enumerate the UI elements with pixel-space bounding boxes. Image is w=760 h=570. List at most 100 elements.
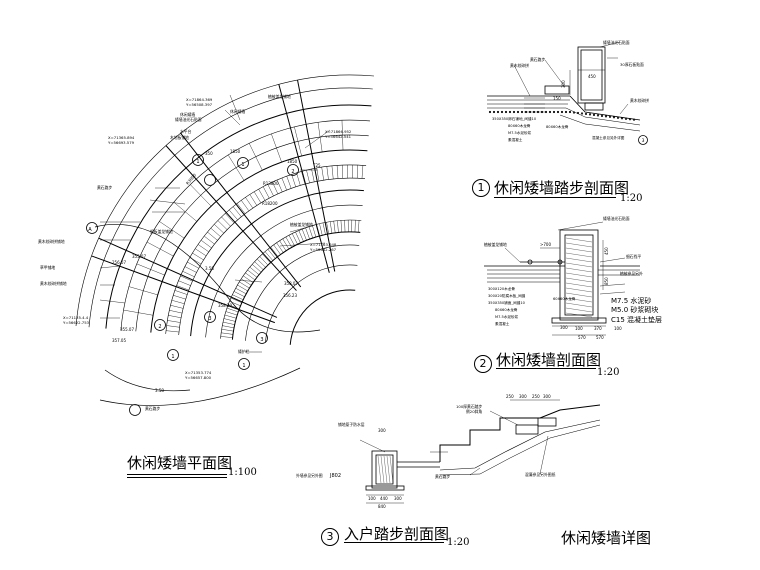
plan-hatch xyxy=(321,167,324,181)
plan-hatch xyxy=(221,329,234,332)
plan-hatch xyxy=(225,311,238,316)
sec3-wall-hatch xyxy=(380,455,385,484)
sec2-wall-hatch xyxy=(565,267,593,273)
plan-coord-6b: Y=56642.267 xyxy=(310,247,337,252)
plan-marker-2b: 2 xyxy=(158,324,161,330)
sec3-dim-9: 840 xyxy=(378,504,386,509)
plan-boundary xyxy=(94,223,321,333)
plan-hatch xyxy=(233,291,245,297)
sec1-gravel xyxy=(552,110,556,114)
plan-leader xyxy=(234,279,263,283)
sec3-label-2: 100厚黄石踏步 xyxy=(456,404,482,409)
plan-hatch xyxy=(192,252,204,261)
plan-hatch xyxy=(301,229,307,241)
sec1-wall-core xyxy=(580,49,603,101)
sec1-gravel xyxy=(628,118,632,121)
sec2-label-9: M7.5水泥砂浆 xyxy=(495,314,519,319)
sec1-gravel xyxy=(584,112,588,116)
plan-arc xyxy=(265,264,358,343)
sec1-layer xyxy=(565,107,641,126)
plan-marker-circle xyxy=(256,332,268,344)
plan-hatch xyxy=(247,269,258,278)
sec2-label-13: C15 混凝土垫层 xyxy=(611,315,662,324)
plan-hatch xyxy=(171,300,185,304)
sec2-label-4: 植被参见另外 xyxy=(620,271,643,276)
plan-hatch xyxy=(197,244,209,253)
plan-hatch xyxy=(241,278,252,286)
plan-hatch xyxy=(262,253,271,263)
sec3-dim-8: 300 xyxy=(394,496,402,501)
plan-cap-5: 黄石路步 xyxy=(97,185,112,190)
plan-marker-3a: 3 xyxy=(208,316,211,322)
sec1-label-2: 黄石路步 xyxy=(530,57,545,62)
plan-hatch xyxy=(174,290,188,295)
plan-cap-12: 矮护栏 xyxy=(238,349,250,354)
plan-plank xyxy=(128,286,158,296)
plan-dim-2: 1850 xyxy=(230,149,241,154)
plan-cap-13: 休闲矮墙 xyxy=(230,109,245,114)
plan-arc xyxy=(120,119,371,331)
plan-leader xyxy=(149,199,186,205)
sec1-leader xyxy=(619,103,629,115)
plan-hatch xyxy=(182,271,195,277)
plan-arc xyxy=(220,219,362,339)
plan-scale: 1:100 xyxy=(228,467,257,478)
sec1-label-3: 黄木纹碎拼 xyxy=(510,63,529,68)
plan-hatch xyxy=(226,307,239,313)
sec1-gravel xyxy=(572,111,576,114)
plan-cap-2: 矮墙油光石贴面 xyxy=(175,117,202,122)
plan-hatch xyxy=(308,226,313,239)
sec2-wall-hatch xyxy=(565,307,593,313)
sec3-base xyxy=(439,424,601,476)
sec3-footing xyxy=(365,485,405,491)
plan-cap-6: 细板盖龙铺地 xyxy=(150,229,173,234)
sec2-wall-hatch xyxy=(565,257,593,263)
section-2-drawing xyxy=(484,221,640,336)
plan-hatch xyxy=(296,172,301,186)
sec1-gravel xyxy=(520,110,524,114)
plan-plank xyxy=(136,263,165,276)
sec3-label-5: 黄石路步 xyxy=(435,474,450,479)
plan-leader xyxy=(99,265,121,269)
section-2-title: 休闲矮墙剖面图 xyxy=(496,351,602,369)
sec2-dim-3: 370 xyxy=(594,326,602,331)
sec2-label-3: 细石找平 xyxy=(626,254,641,259)
sec2-leader xyxy=(504,247,521,263)
sec1-step xyxy=(584,102,604,111)
sec1-gravel xyxy=(620,117,624,120)
plan-title-underline-2 xyxy=(127,477,227,478)
sec2-wall-hatch xyxy=(565,252,593,258)
plan-hatch xyxy=(200,240,212,249)
plan-hatch xyxy=(292,233,298,245)
plan-hatch xyxy=(224,314,237,319)
plan-marker-circle xyxy=(237,157,249,169)
plan-hatch xyxy=(176,285,189,291)
plan-hatch xyxy=(291,174,296,187)
plan-hatch xyxy=(340,220,342,233)
plan-hatch xyxy=(180,275,193,282)
sec1-marker: 3 xyxy=(642,138,645,144)
plan-hatch xyxy=(329,221,333,234)
section-3-underline xyxy=(344,542,444,543)
plan-arc xyxy=(88,87,373,328)
plan-marker-circle xyxy=(167,349,179,361)
plan-arc xyxy=(190,189,364,337)
sec3-label-3: 倒20斜角 xyxy=(466,409,482,414)
sec3-label-7: J802 xyxy=(329,473,341,479)
section-1-title: 休闲矮墙踏步剖面图 xyxy=(494,179,630,197)
sec2-dim-2: 100 xyxy=(575,326,583,331)
sec2-wall-hatch xyxy=(565,292,593,298)
section-1-scale: 1:20 xyxy=(620,193,643,204)
sec2-wall-hatch xyxy=(565,237,593,243)
sec2-dim-6: 450 xyxy=(604,247,609,255)
sec2-label-11: M7.5 水泥砂 xyxy=(611,296,651,305)
sec1-gravel xyxy=(624,117,628,120)
plan-arc xyxy=(178,177,366,336)
plan-arc xyxy=(75,74,375,327)
sec1-gravel xyxy=(580,112,584,115)
sec1-gravel xyxy=(592,113,596,116)
plan-hatch xyxy=(245,272,256,281)
plan-hatch xyxy=(264,251,274,261)
plan-hatch xyxy=(232,206,242,217)
plan-marker-circle xyxy=(204,311,216,323)
